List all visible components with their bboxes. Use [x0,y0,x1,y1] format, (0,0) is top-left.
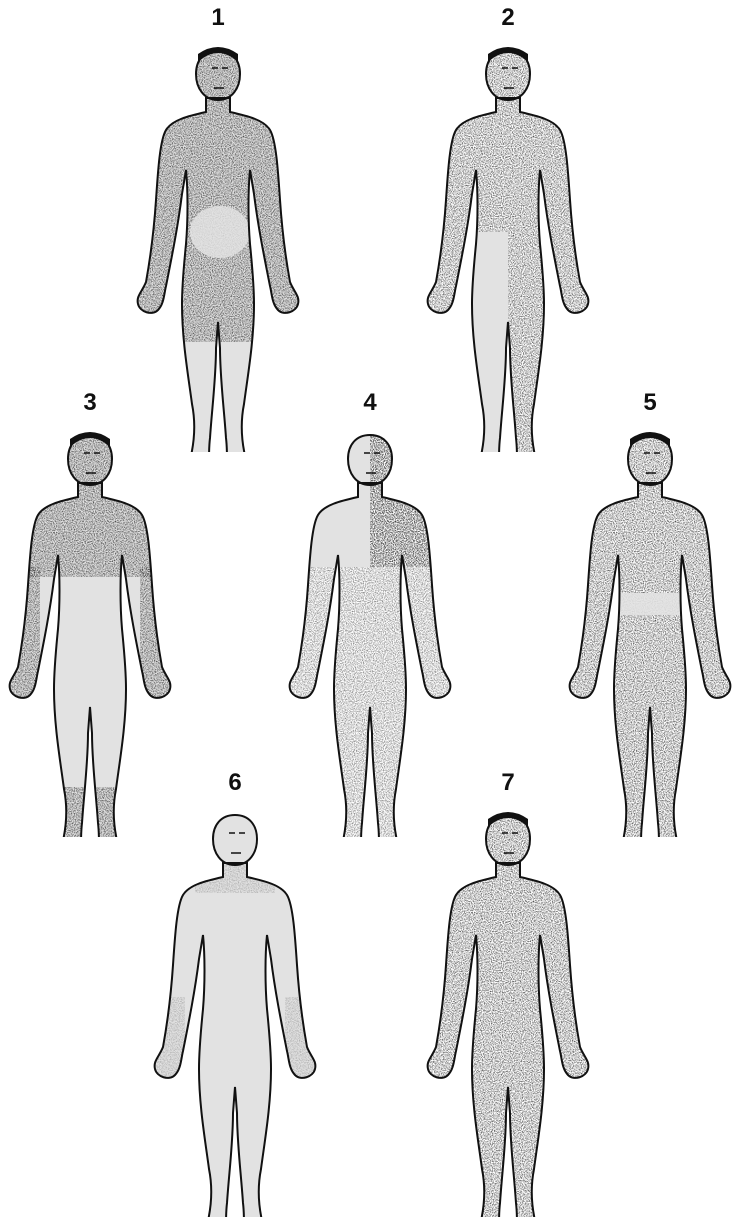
figure-label: 1 [128,4,308,32]
figure-6: 6 [145,775,325,1215]
figure-1: 1 [128,10,308,450]
figure-label: 4 [280,389,460,417]
figure-label: 6 [145,769,325,797]
figure-2: 2 [418,10,598,450]
figure-label: 5 [560,389,738,417]
figure-7: 7 [418,775,598,1215]
body-figure-6 [145,797,325,1217]
figure-label: 2 [418,4,598,32]
body-figure-7 [418,797,598,1217]
figure-label: 7 [418,769,598,797]
figure-label: 3 [0,389,180,417]
